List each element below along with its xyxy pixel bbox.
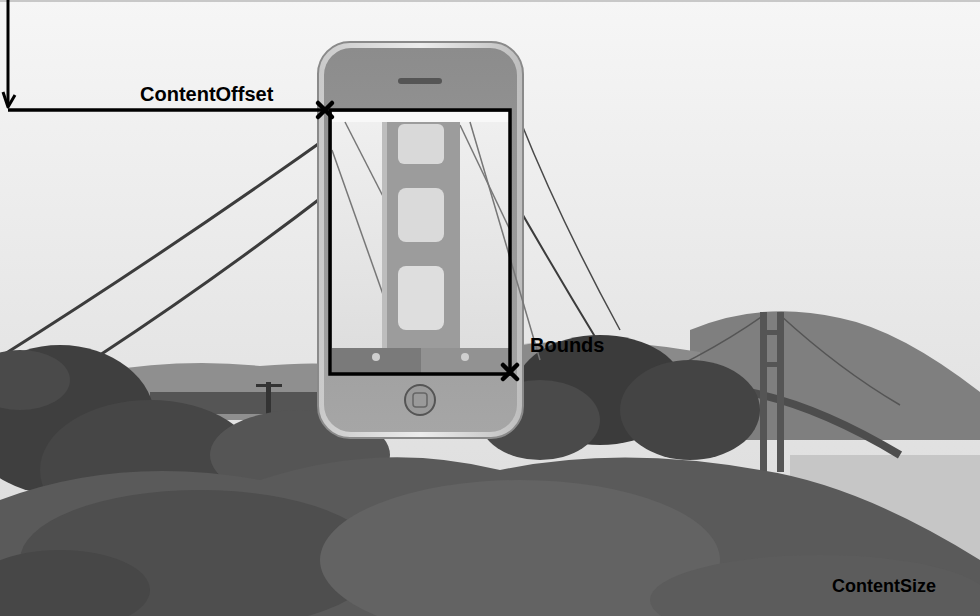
- bounds-rectangle: [318, 103, 517, 379]
- offset-leader-line: [3, 0, 324, 110]
- iphone-device: [318, 42, 523, 438]
- offset-label: ContentOffset: [140, 83, 273, 105]
- bounds-label: Bounds: [530, 334, 604, 356]
- size-label: ContentSize: [832, 577, 936, 597]
